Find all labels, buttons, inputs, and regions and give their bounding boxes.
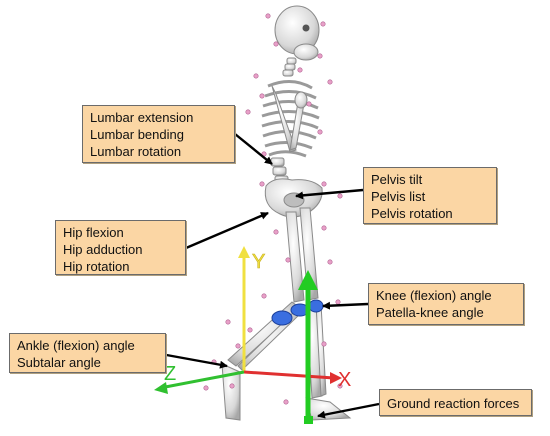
label-patella-knee-angle: Patella-knee angle (376, 305, 484, 320)
skeleton (221, 5, 352, 421)
ground-reaction-force-vector (298, 270, 318, 424)
x-axis-label: X (338, 369, 351, 391)
foot-front (221, 363, 241, 421)
label-lumbar-extension: Lumbar extension (90, 110, 194, 125)
label-pelvis-rotation: Pelvis rotation (371, 206, 453, 221)
coordinate-axes (154, 246, 342, 394)
label-hip-flexion: Hip flexion (63, 225, 124, 240)
z-axis-label: Z (164, 363, 176, 385)
callout-hip: Hip flexion Hip adduction Hip rotation (55, 220, 186, 275)
arrow-hip (185, 211, 269, 250)
label-lumbar-bending: Lumbar bending (90, 127, 184, 142)
upper-arm (271, 85, 297, 153)
arrow-pelvis (295, 188, 364, 200)
cervical-spine (282, 57, 297, 77)
label-hip-adduction: Hip adduction (63, 242, 143, 257)
label-ankle-flexion-angle: Ankle (flexion) angle (17, 338, 135, 353)
arrow-ground (317, 402, 380, 419)
knee-joints (271, 299, 324, 326)
label-hip-rotation: Hip rotation (63, 259, 130, 274)
tibia-front (227, 301, 301, 367)
markers (203, 13, 343, 405)
arrow-lumbar (234, 133, 273, 165)
y-axis-label: Y (252, 251, 265, 273)
forearm (289, 101, 305, 151)
label-subtalar-angle: Subtalar angle (17, 355, 101, 370)
arrow-knee (322, 301, 369, 310)
femur-front (285, 211, 305, 303)
jaw (293, 43, 319, 61)
callout-pelvis: Pelvis tilt Pelvis list Pelvis rotation (363, 167, 497, 224)
label-ground-reaction-forces: Ground reaction forces (387, 396, 520, 411)
z-axis (159, 370, 245, 390)
label-lumbar-rotation: Lumbar rotation (90, 144, 182, 159)
callout-knee: Knee (flexion) angle Patella-knee angle (368, 283, 524, 325)
callout-lumbar: Lumbar extension Lumbar bending Lumbar r… (82, 105, 235, 163)
callout-ankle: Ankle (flexion) angle Subtalar angle (9, 333, 166, 373)
label-knee-flexion-angle: Knee (flexion) angle (376, 288, 492, 303)
callout-ground-reaction: Ground reaction forces (379, 389, 532, 416)
label-pelvis-list: Pelvis list (371, 189, 426, 204)
femur-back (299, 207, 319, 301)
label-pelvis-tilt: Pelvis tilt (371, 172, 423, 187)
x-axis (243, 370, 335, 380)
